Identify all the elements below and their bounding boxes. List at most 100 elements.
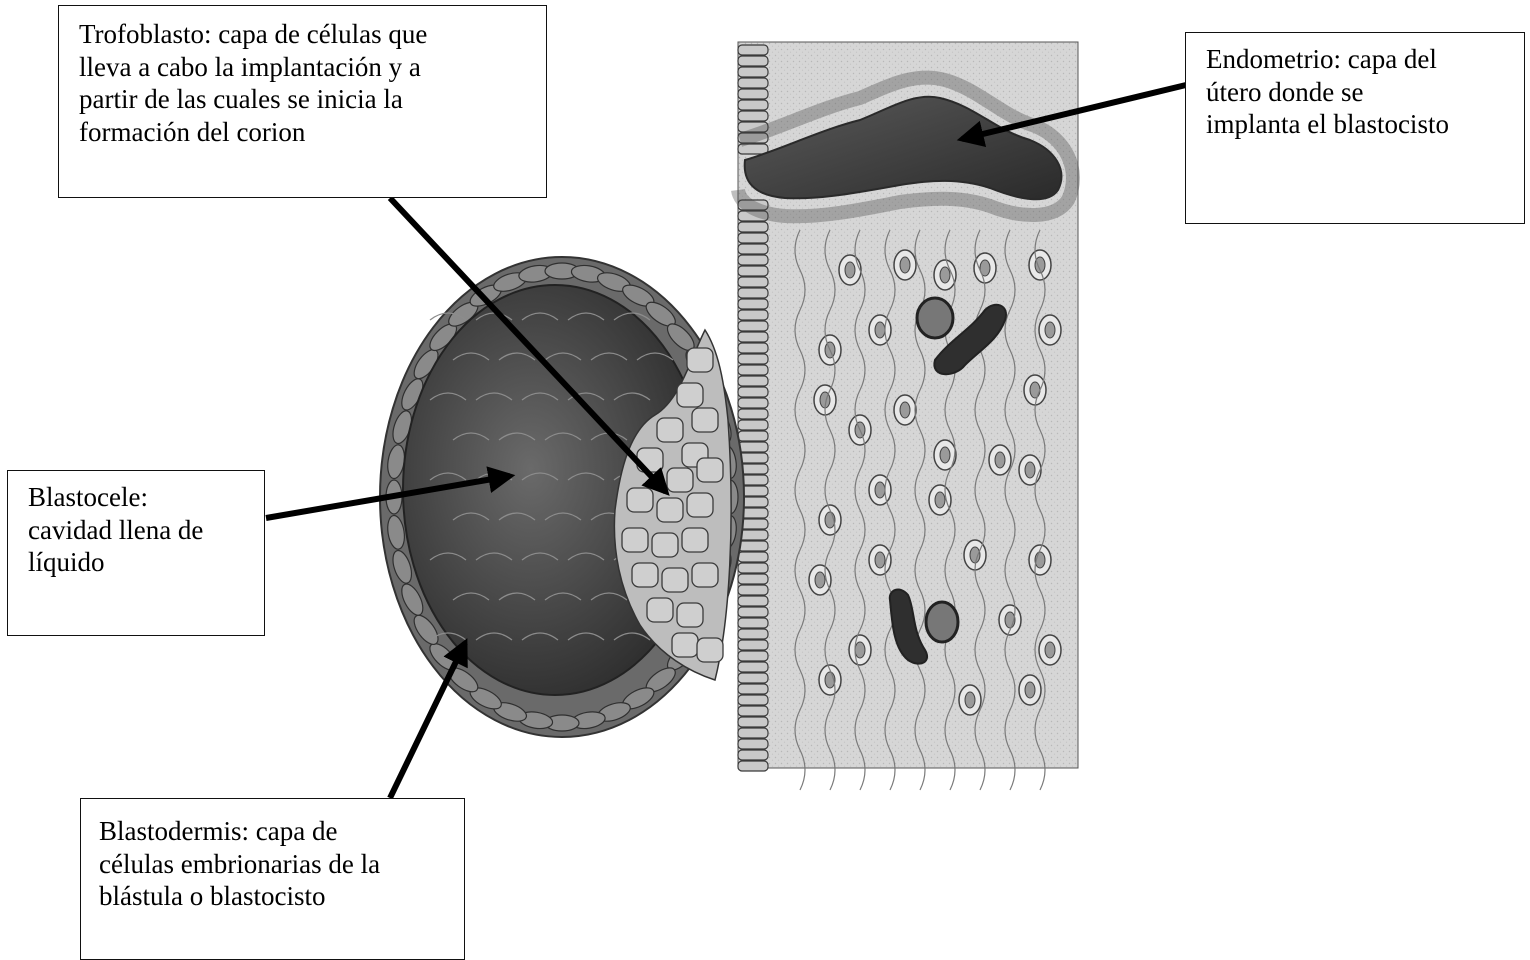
cell-nucleus [875,482,885,498]
epithelial-cell [738,67,768,77]
cell-nucleus [1045,642,1055,658]
epithelial-cell [738,45,768,55]
epithelial-cell [738,717,768,727]
epithelial-cell [738,552,768,562]
inner-cell [677,603,703,627]
epithelial-cell [738,706,768,716]
inner-cell [657,418,683,442]
epithelial-cell [738,376,768,386]
epithelial-cell [738,728,768,738]
cell-nucleus [1030,382,1040,398]
epithelial-cell [738,739,768,749]
epithelial-cell [738,288,768,298]
epithelial-cell [738,255,768,265]
epithelial-cell [738,629,768,639]
inner-cell [647,598,673,622]
epithelial-cell [738,310,768,320]
epithelial-cell [738,100,768,110]
epithelial-cell [738,321,768,331]
label-line: partir de las cuales se inicia la [79,83,528,116]
label-line: formación del corion [79,116,528,149]
epithelial-cell [738,684,768,694]
cell-nucleus [815,572,825,588]
cell-nucleus [935,492,945,508]
epithelial-cell [738,354,768,364]
label-line: blástula o blastocisto [99,880,456,913]
epithelial-cell [738,563,768,573]
epithelial-cell [738,233,768,243]
epithelial-cell [738,343,768,353]
epithelial-cell [738,607,768,617]
inner-cell [632,563,658,587]
epithelial-cell [738,640,768,650]
cell-nucleus [1025,462,1035,478]
inner-cell [692,408,718,432]
label-line: lleva a cabo la implantación y a [79,51,528,84]
cell-nucleus [940,267,950,283]
inner-cell [697,458,723,482]
epithelial-cell [738,56,768,66]
label-line: Trofoblasto: capa de células que [79,18,528,51]
label-line: implanta el blastocisto [1206,108,1514,141]
epithelial-cell [738,651,768,661]
label-endometrio: Endometrio: capa del útero donde se impl… [1185,32,1525,224]
epithelial-cell [738,541,768,551]
epithelial-cell [738,387,768,397]
epithelial-cell [738,695,768,705]
epithelial-cell [738,266,768,276]
cell-nucleus [965,692,975,708]
epithelial-cell [738,365,768,375]
inner-cell [677,383,703,407]
cell-nucleus [875,322,885,338]
epithelial-cell [738,761,768,771]
epithelial-cell [738,750,768,760]
epithelial-cell [738,431,768,441]
label-line: células embrionarias de la [99,848,456,881]
inner-cell [697,638,723,662]
epithelial-cell [738,585,768,595]
inner-cell [667,468,693,492]
label-blastocele: Blastocele: cavidad llena de líquido [7,470,265,636]
label-trofoblasto: Trofoblasto: capa de células que lleva a… [58,5,547,198]
blastocyst [380,257,744,737]
epithelial-cell [738,299,768,309]
epithelial-cell [738,111,768,121]
blood-vessel [926,602,958,642]
endometrium-tissue [738,42,1078,790]
inner-cell [662,568,688,592]
epithelial-cell [738,420,768,430]
cell-nucleus [940,447,950,463]
blood-vessel [917,298,953,338]
label-blastodermis: Blastodermis: capa de células embrionari… [80,798,465,960]
label-line: cavidad llena de [28,514,256,547]
arrow-blastodermis [390,643,465,798]
epithelial-cell [738,78,768,88]
cell-nucleus [845,262,855,278]
epithelial-cell [738,222,768,232]
cell-nucleus [970,547,980,563]
cell-nucleus [900,257,910,273]
inner-cell [657,498,683,522]
inner-cell [687,493,713,517]
label-line: líquido [28,546,256,579]
epithelial-cell [738,662,768,672]
epithelial-cell [738,574,768,584]
epithelial-cell [738,89,768,99]
epithelial-cell [738,409,768,419]
epithelial-cell [738,673,768,683]
epithelial-cell [738,332,768,342]
cell-nucleus [875,552,885,568]
inner-cell [682,528,708,552]
inner-cell [687,348,713,372]
inner-cell [672,633,698,657]
inner-cell [622,528,648,552]
epithelial-cell [738,596,768,606]
inner-cell [652,533,678,557]
label-line: Blastodermis: capa de [99,815,456,848]
inner-cell [627,488,653,512]
inner-cell [692,563,718,587]
label-line: Blastocele: [28,481,256,514]
label-line: útero donde se [1206,76,1514,109]
cell-nucleus [995,452,1005,468]
epithelial-cell [738,442,768,452]
